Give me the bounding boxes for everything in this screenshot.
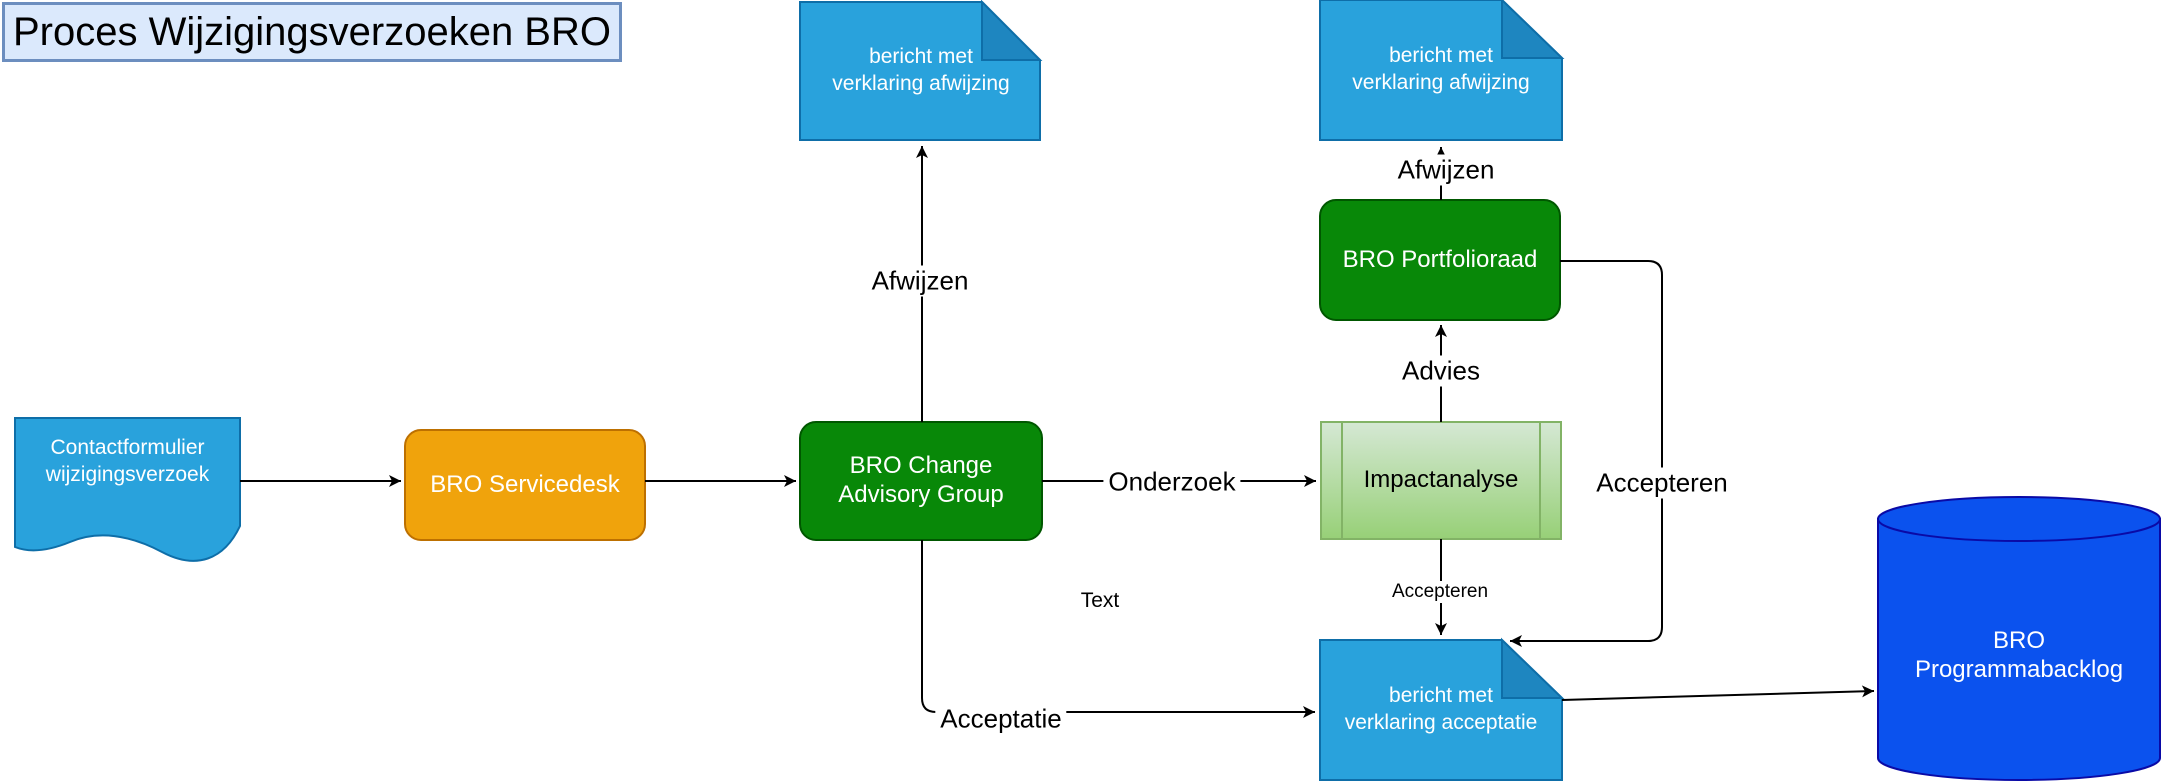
edge-acceptatie-to-backlog[interactable] — [1561, 685, 1875, 701]
rounded-node-bro-portfolioraad[interactable] — [1319, 199, 1561, 321]
note-fold-icon — [981, 0, 1043, 61]
note-shape-afwijzing-left[interactable] — [799, 1, 1041, 141]
diagram-title[interactable]: Proces Wijzigingsverzoeken BRO — [2, 2, 622, 62]
note-fold-icon — [1501, 637, 1565, 699]
note-shape-acceptatie[interactable] — [1319, 639, 1563, 781]
edge-portfolioraad-accepteren[interactable] — [1510, 260, 1663, 647]
cylinder-shape-programmabacklog[interactable] — [1877, 496, 2161, 781]
document-shape-contactformulier[interactable] — [14, 417, 241, 562]
rounded-node-bro-change-advisory-group[interactable] — [799, 421, 1043, 541]
note-shape-afwijzing-right[interactable] — [1319, 0, 1563, 141]
edge-cag-acceptatie[interactable] — [921, 540, 1315, 718]
rounded-node-bro-servicedesk[interactable] — [404, 429, 646, 541]
process-shape-impactanalyse[interactable] — [1320, 421, 1562, 540]
note-fold-icon — [1501, 0, 1565, 59]
